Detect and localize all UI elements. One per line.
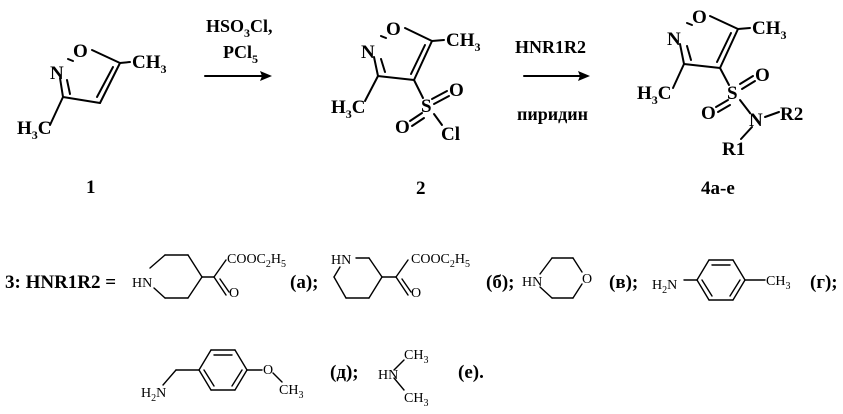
nh-label: HN — [522, 275, 542, 290]
substituent-r2: R2 — [780, 104, 803, 125]
atom-o-sulfonyl-2: O — [701, 103, 716, 124]
nh-label: HN — [132, 276, 152, 291]
methyl-label: CH3 — [766, 274, 790, 292]
ester-label: COOC2H5 — [227, 252, 286, 270]
atom-o-sulfonyl-2: O — [395, 117, 410, 138]
amine-a-label: (а); — [290, 272, 318, 293]
methyl-3-label: H3C — [17, 118, 52, 142]
amine-a-structure: HN O COOC2H5 — [132, 252, 286, 301]
amine-b-structure: HN O COOC2H5 — [331, 252, 470, 301]
amine-v-structure: HN O — [522, 257, 592, 299]
amine-e-structure: HN CH3 CH3 — [378, 348, 428, 409]
atom-o: O — [411, 286, 421, 301]
methyl-3-label: H3C — [331, 97, 366, 121]
compound-2: O N CH3 H3C S O O Cl 2 — [331, 19, 481, 199]
atom-o: O — [582, 272, 592, 287]
reagent-hso3cl: HSO3Cl, — [206, 16, 273, 40]
substituent-r1: R1 — [722, 139, 745, 160]
atom-cl: Cl — [441, 124, 460, 145]
reagent-amine: HNR1R2 — [515, 37, 586, 57]
amine-b-label: (б); — [486, 272, 514, 293]
methyl-label: CH3 — [279, 383, 303, 401]
methyl-5-label: CH3 — [752, 18, 787, 42]
amine-v-label: (в); — [609, 272, 638, 293]
atom-s: S — [727, 83, 738, 104]
methyl-label-2: CH3 — [404, 391, 428, 409]
amine-d-label: (д); — [330, 362, 359, 383]
atom-o: O — [386, 19, 401, 40]
atom-o: O — [263, 363, 273, 378]
amine-d-structure: H2N O CH3 — [141, 349, 303, 404]
atom-n: N — [361, 42, 375, 63]
ester-label: COOC2H5 — [411, 252, 470, 270]
nh-label: HN — [378, 368, 398, 383]
methyl-3-label: H3C — [637, 83, 672, 107]
methyl-label-1: CH3 — [404, 348, 428, 366]
atom-o-sulfonyl-1: O — [755, 65, 770, 86]
reagent-pyridine: пиридин — [517, 104, 588, 124]
amine-g-structure: H2N CH3 — [652, 259, 790, 301]
atom-o: O — [73, 41, 88, 62]
nh-label: HN — [331, 253, 351, 268]
atom-o-sulfonyl-1: O — [449, 80, 464, 101]
amine-e-label: (е). — [458, 362, 484, 383]
nh2-label: H2N — [141, 386, 166, 404]
atom-s: S — [421, 96, 432, 117]
atom-n: N — [50, 63, 64, 84]
amine-g-label: (г); — [810, 272, 838, 293]
methyl-5-label: CH3 — [446, 30, 481, 54]
reagent-pcl5: PCl5 — [223, 42, 258, 66]
compound-2-code: 2 — [416, 178, 426, 199]
amines-row-prefix: 3: HNR1R2 = — [5, 272, 116, 293]
nh2-label: H2N — [652, 278, 677, 296]
methyl-5-label: CH3 — [132, 52, 167, 76]
atom-n: N — [667, 29, 681, 50]
compound-4-code: 4a-e — [701, 178, 735, 199]
reaction-arrow-1: HSO3Cl, PCl5 — [204, 16, 273, 81]
atom-o: O — [692, 7, 707, 28]
atom-n-amide: N — [749, 110, 763, 131]
reaction-arrow-2: HNR1R2 пиридин — [515, 37, 590, 124]
compound-1: O N CH3 H3C 1 — [17, 41, 167, 198]
compound-1-code: 1 — [86, 177, 96, 198]
atom-o: O — [229, 286, 239, 301]
compound-4: O N CH3 H3C S O O N R2 R1 4a-e — [637, 7, 803, 199]
